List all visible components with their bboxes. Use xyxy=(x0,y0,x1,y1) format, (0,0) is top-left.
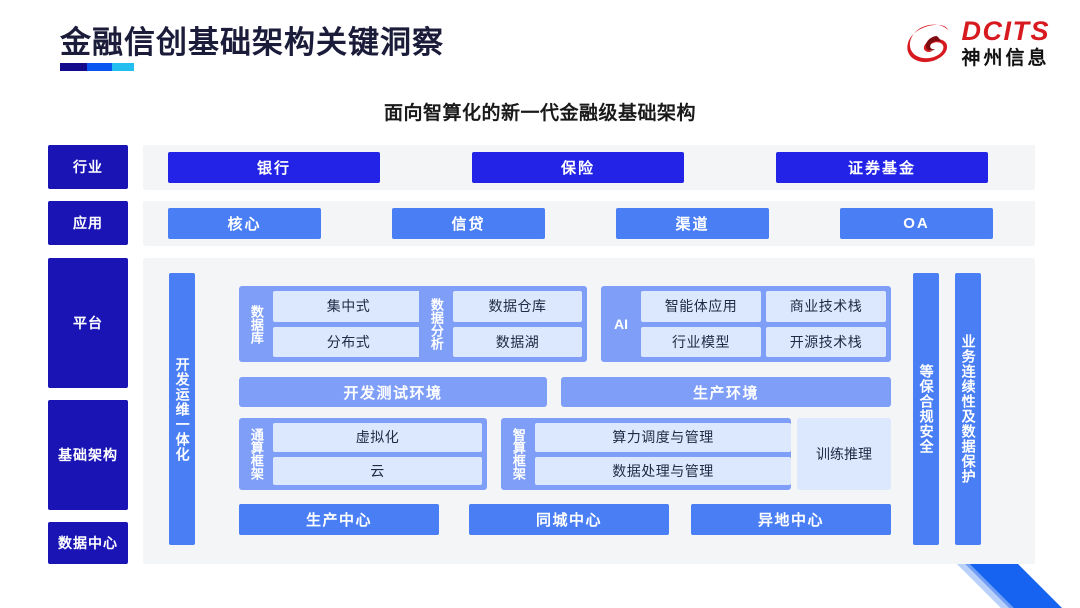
company-logo: DCITS 神州信息 xyxy=(906,18,1051,68)
group-data-analysis: 数据分析 数据仓库 数据湖 xyxy=(419,286,587,362)
ai-cell-industry-model[interactable]: 行业模型 xyxy=(641,326,761,357)
pillar-business-continuity[interactable]: 业务连续性及数据保护 xyxy=(955,273,981,545)
industry-chip-bank[interactable]: 银行 xyxy=(168,152,380,183)
train-inference-box[interactable]: 训练 推理 xyxy=(797,418,891,490)
rule-segment-blue xyxy=(87,63,112,71)
logo-text-en: DCITS xyxy=(961,16,1050,46)
title-underline-rule xyxy=(60,63,134,71)
rule-segment-cyan xyxy=(112,63,134,71)
group-intelligent-compute-label: 智算框架 xyxy=(510,428,526,480)
layer-sidebar: 行业 应用 平台 基础架构 数据中心 xyxy=(48,138,128,573)
application-row-panel: 核心 信贷 渠道 OA xyxy=(143,201,1035,246)
datacenter-chip-production[interactable]: 生产中心 xyxy=(239,504,439,535)
sidebar-item-platform[interactable]: 平台 xyxy=(48,258,128,388)
analysis-cell-datalake[interactable]: 数据湖 xyxy=(453,326,582,357)
application-chip-oa[interactable]: OA xyxy=(840,208,993,239)
swoosh-logo-icon xyxy=(906,20,953,67)
datacenter-chip-metro[interactable]: 同城中心 xyxy=(469,504,669,535)
group-general-compute-framework: 通算框架 虚拟化 云 xyxy=(239,418,487,490)
environment-bar-dev-test[interactable]: 开发测试环境 xyxy=(239,377,547,407)
group-database-label: 数据库 xyxy=(248,304,264,344)
general-compute-cell-virtualization[interactable]: 虚拟化 xyxy=(273,423,482,452)
datacenter-chip-remote[interactable]: 异地中心 xyxy=(691,504,891,535)
ai-cell-opensource-stack[interactable]: 开源技术栈 xyxy=(766,326,886,357)
group-intelligent-compute-framework: 智算框架 算力调度与管理 数据处理与管理 xyxy=(501,418,791,490)
environment-bar-production[interactable]: 生产环境 xyxy=(561,377,891,407)
database-cell-centralized[interactable]: 集中式 xyxy=(273,291,424,322)
ai-cell-commercial-stack[interactable]: 商业技术栈 xyxy=(766,291,886,322)
sidebar-item-application[interactable]: 应用 xyxy=(48,201,128,245)
analysis-cell-warehouse[interactable]: 数据仓库 xyxy=(453,291,582,322)
intelligent-compute-cell-data-process[interactable]: 数据处理与管理 xyxy=(535,456,791,485)
industry-chip-securities[interactable]: 证券基金 xyxy=(776,152,988,183)
sidebar-item-datacenter[interactable]: 数据中心 xyxy=(48,522,128,564)
page-title: 金融信创基础架构关键洞察 xyxy=(60,25,444,60)
group-ai-label: AI xyxy=(614,315,628,332)
sidebar-item-infrastructure[interactable]: 基础架构 xyxy=(48,400,128,510)
general-compute-cell-cloud[interactable]: 云 xyxy=(273,456,482,485)
logo-wordmark: DCITS 神州信息 xyxy=(961,16,1051,69)
sidebar-item-industry[interactable]: 行业 xyxy=(48,145,128,189)
rule-segment-navy xyxy=(60,63,87,71)
application-chip-core[interactable]: 核心 xyxy=(168,208,321,239)
pillar-security-compliance[interactable]: 等保合规安全 xyxy=(913,273,939,545)
intelligent-compute-cell-scheduling[interactable]: 算力调度与管理 xyxy=(535,423,791,452)
group-data-analysis-label: 数据分析 xyxy=(428,298,444,350)
database-cell-distributed[interactable]: 分布式 xyxy=(273,326,424,357)
application-chip-channel[interactable]: 渠道 xyxy=(616,208,769,239)
industry-row-panel: 银行 保险 证券基金 xyxy=(143,145,1035,190)
diagram-subtitle: 面向智算化的新一代金融级基础架构 xyxy=(383,103,696,124)
platform-main-panel: 开发运维一体化 等保合规安全 业务连续性及数据保护 数据库 集中式 分布式 数据… xyxy=(143,258,1035,564)
application-chip-credit[interactable]: 信贷 xyxy=(392,208,545,239)
group-database: 数据库 集中式 分布式 xyxy=(239,286,429,362)
group-general-compute-label: 通算框架 xyxy=(248,428,264,480)
industry-chip-insurance[interactable]: 保险 xyxy=(472,152,684,183)
pillar-devops[interactable]: 开发运维一体化 xyxy=(169,273,195,545)
train-inference-line-1: 训练 xyxy=(816,445,844,462)
logo-text-cn: 神州信息 xyxy=(961,48,1050,69)
architecture-diagram: 行业 应用 平台 基础架构 数据中心 银行 保险 证券基金 核心 信贷 渠道 O… xyxy=(0,138,1080,573)
train-inference-line-2: 推理 xyxy=(844,445,872,462)
page-header: 金融信创基础架构关键洞察 DCITS 神州信息 xyxy=(0,0,1080,92)
group-ai: AI 智能体应用 商业技术栈 行业模型 开源技术栈 xyxy=(601,286,891,362)
ai-cell-agent-app[interactable]: 智能体应用 xyxy=(641,291,761,322)
